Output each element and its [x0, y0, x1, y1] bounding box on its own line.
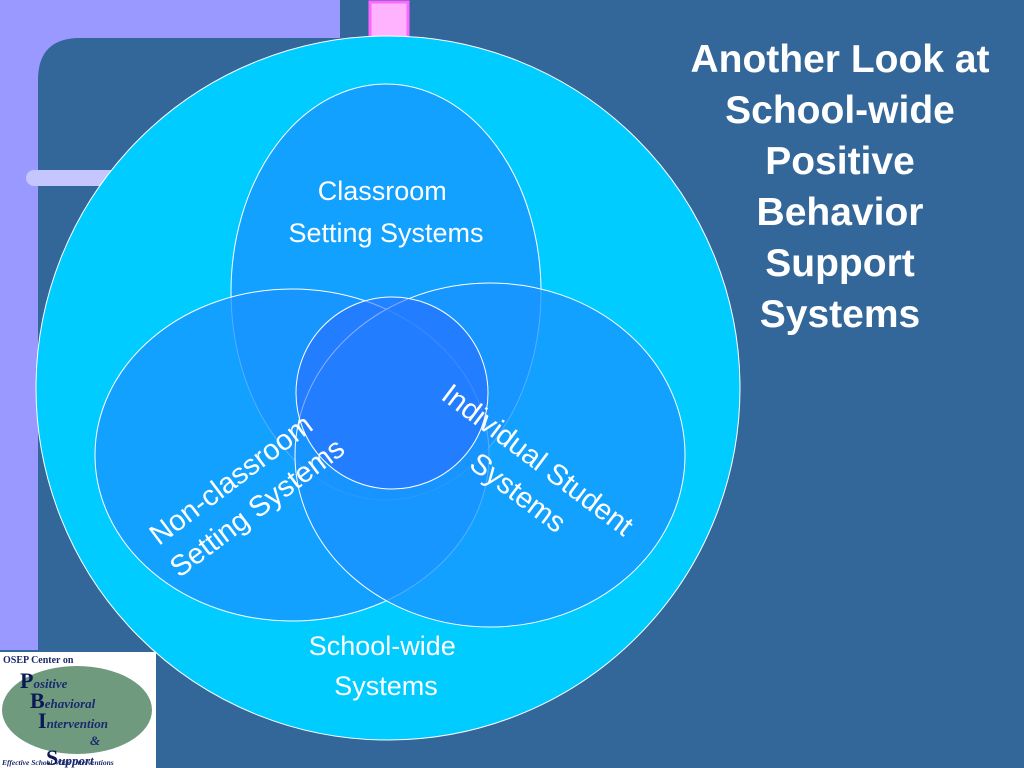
- title-line: School-wide: [725, 89, 955, 132]
- logo-line: &: [90, 733, 101, 748]
- logo-line: Behavioral: [30, 688, 96, 713]
- title-line: Positive: [765, 140, 915, 183]
- title-line: Behavior: [756, 191, 924, 234]
- logo-wordmark: Positive Behavioral Intervention & Suppo…: [20, 668, 108, 768]
- logo-header: OSEP Center on: [3, 655, 74, 666]
- title-line: Systems: [759, 293, 921, 336]
- frame-corner: [38, 38, 80, 80]
- logo-seal: [2, 666, 152, 754]
- pbis-logo: OSEP Center on Positive Behavioral Inter…: [0, 652, 156, 768]
- logo-footer: Effective School-Wide Interventions: [2, 758, 114, 767]
- title-line: Another Look at: [690, 38, 990, 81]
- logo-line: Support: [46, 745, 94, 768]
- logo-line: Positive: [20, 668, 68, 693]
- frame-top-bar: [0, 0, 340, 38]
- title-line: Support: [765, 242, 915, 285]
- slide-title: Another Look at School-wide Positive Beh…: [660, 34, 1020, 340]
- logo-line: Intervention: [38, 708, 108, 733]
- frame-vertical-bar: [0, 0, 38, 650]
- top-ellipse-label: Classroom Setting Systems: [288, 176, 483, 248]
- center-overlap: [295, 296, 489, 490]
- outer-circle-label: School-wide Systems: [309, 631, 464, 701]
